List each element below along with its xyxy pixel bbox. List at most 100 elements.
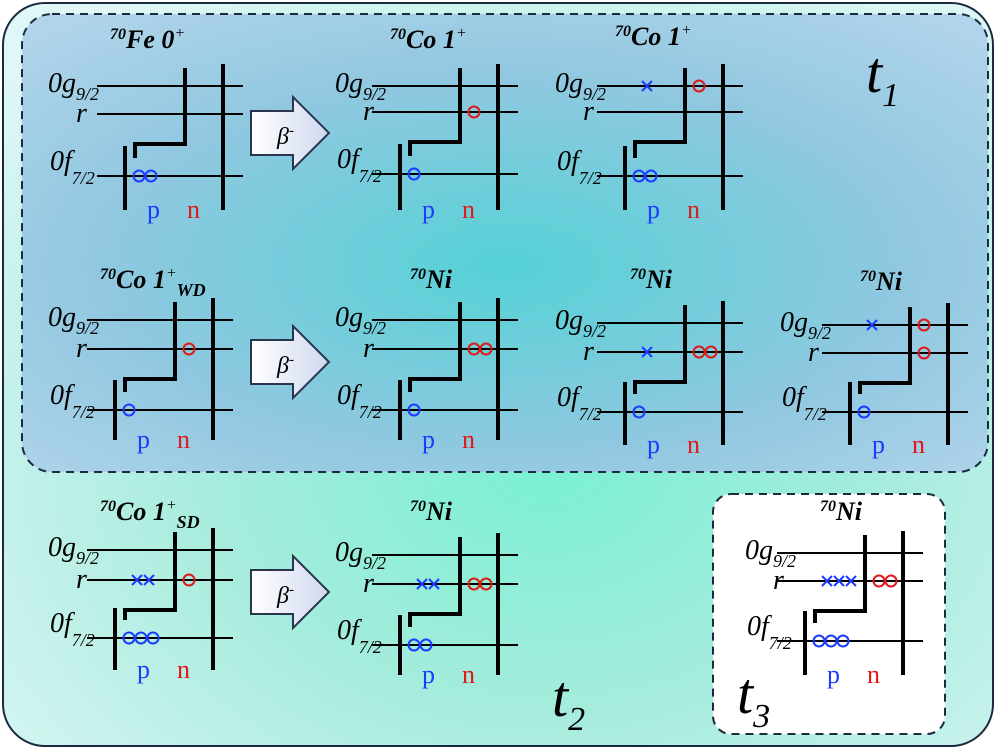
fermi-step-line — [408, 537, 462, 627]
region-label-t2: t2 — [552, 664, 585, 738]
neutron-particle-icon — [479, 577, 493, 591]
level-label-g92: 0g9/2 — [48, 532, 99, 568]
nucleus-title: 70Ni — [860, 267, 903, 296]
neutron-particle-icon — [479, 342, 493, 356]
proton-label: p — [147, 195, 160, 224]
beta-decay-arrow-icon: β- — [250, 94, 331, 172]
neutron-particle-icon — [692, 79, 706, 93]
nucleus-title: 70Co 1+WD — [100, 265, 206, 300]
level-label-r: r — [363, 568, 374, 599]
proton-label: p — [827, 660, 840, 689]
proton-particle-icon — [857, 405, 871, 419]
svg-text:t3: t3 — [737, 661, 770, 735]
level-label-r: r — [773, 565, 784, 596]
nucleus-title: 70Ni — [410, 497, 453, 526]
level-label-g92: 0g9/2 — [555, 68, 606, 104]
proton-particle-icon — [146, 631, 160, 645]
neutron-label: n — [177, 425, 190, 454]
neutron-label: n — [462, 195, 475, 224]
region-t1 — [21, 13, 989, 473]
level-label-f72: 0f7/2 — [557, 382, 602, 424]
neutron-label: n — [687, 430, 700, 459]
level-label-g92: 0g9/2 — [780, 307, 831, 343]
proton-particle-icon — [419, 638, 433, 652]
neutron-label: n — [187, 195, 200, 224]
neutron-particle-icon — [182, 573, 196, 587]
neutron-label: n — [912, 430, 925, 459]
proton-hole-icon — [428, 578, 440, 590]
neutron-label: n — [867, 660, 880, 689]
level-label-g92: 0g9/2 — [745, 535, 796, 571]
level-label-r: r — [583, 96, 594, 127]
level-label-g92: 0g9/2 — [48, 302, 99, 338]
proton-label: p — [872, 430, 885, 459]
level-label-f72: 0f7/2 — [782, 382, 827, 424]
level-label-r: r — [583, 336, 594, 367]
proton-hole-icon — [416, 578, 428, 590]
proton-label: p — [647, 430, 660, 459]
level-label-f72: 0f7/2 — [50, 146, 95, 188]
fermi-step-line — [123, 532, 177, 620]
fermi-step-line — [633, 68, 687, 158]
fermi-step-line — [633, 305, 687, 394]
level-label-f72: 0f7/2 — [747, 611, 792, 653]
proton-label: p — [647, 195, 660, 224]
proton-hole-icon — [641, 346, 653, 358]
svg-text:t1: t1 — [866, 40, 899, 114]
region-label-t1: t1 — [866, 40, 899, 114]
svg-text:β-: β- — [276, 352, 294, 379]
proton-hole-icon — [143, 574, 155, 586]
fermi-step-line — [408, 68, 462, 156]
level-label-r: r — [808, 337, 819, 368]
neutron-particle-icon — [182, 342, 196, 356]
proton-particle-icon — [407, 403, 421, 417]
neutron-particle-icon — [884, 574, 898, 588]
nucleus-title: 70Ni — [820, 497, 863, 526]
proton-label: p — [137, 425, 150, 454]
proton-hole-icon — [845, 575, 857, 587]
fermi-step-line — [858, 307, 912, 394]
beta-decay-arrow-icon: β- — [250, 553, 331, 631]
level-label-r: r — [76, 564, 87, 595]
proton-particle-icon — [836, 634, 850, 648]
neutron-particle-icon — [704, 345, 718, 359]
level-label-f72: 0f7/2 — [557, 146, 602, 188]
svg-text:t2: t2 — [552, 664, 585, 738]
fermi-step-line — [408, 302, 462, 392]
proton-hole-icon — [821, 575, 833, 587]
region-label-t3: t3 — [737, 661, 770, 735]
neutron-label: n — [177, 655, 190, 684]
nucleus-title: 70Fe 0+ — [110, 25, 185, 54]
proton-label: p — [422, 425, 435, 454]
level-label-g92: 0g9/2 — [335, 68, 386, 104]
proton-particle-icon — [644, 169, 658, 183]
neutron-label: n — [687, 195, 700, 224]
level-label-g92: 0g9/2 — [48, 68, 99, 104]
proton-particle-icon — [632, 405, 646, 419]
proton-particle-icon — [407, 167, 421, 181]
neutron-particle-icon — [917, 346, 931, 360]
level-label-f72: 0f7/2 — [337, 615, 382, 657]
level-label-f72: 0f7/2 — [337, 380, 382, 422]
level-label-f72: 0f7/2 — [50, 380, 95, 422]
svg-text:β-: β- — [276, 123, 294, 150]
nucleus-title: 70Co 1+ — [615, 22, 692, 51]
level-label-f72: 0f7/2 — [337, 144, 382, 186]
proton-hole-icon — [131, 574, 143, 586]
proton-hole-icon — [833, 575, 845, 587]
fermi-step-line — [123, 302, 177, 392]
neutron-particle-icon — [917, 318, 931, 332]
proton-label: p — [422, 660, 435, 689]
nucleus-title: 70Co 1+ — [390, 25, 467, 54]
fermi-step-line — [813, 535, 867, 623]
